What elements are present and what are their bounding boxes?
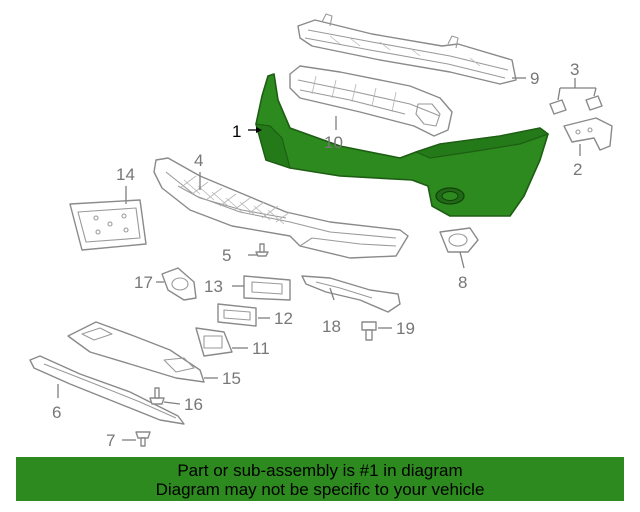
callout-2: 2: [573, 160, 582, 179]
callout-14: 14: [116, 165, 135, 184]
callout-18: 18: [322, 317, 341, 336]
callout-7: 7: [106, 431, 115, 450]
leader-lines: [57, 77, 597, 441]
round-cover-part: [161, 267, 197, 301]
tow-cover-13-part: [243, 275, 291, 301]
callout-labels: 1 2 3 4 5 6 7 8 9 10 11 12 13 14 15 16 1…: [52, 60, 582, 450]
push-pin-7-part: [135, 431, 151, 447]
reinforcement-bar-part: [297, 13, 517, 85]
bracket-pair-part: [549, 95, 603, 115]
callout-13: 13: [204, 277, 223, 296]
callout-8: 8: [458, 273, 467, 292]
callout-15: 15: [222, 369, 241, 388]
callout-5: 5: [222, 246, 231, 265]
license-bracket-part: [69, 199, 147, 251]
callout-11: 11: [252, 339, 270, 358]
callout-1: 1: [232, 122, 241, 141]
bracket-11-part: [195, 327, 233, 357]
push-pin-5-part: [255, 243, 269, 257]
callout-12: 12: [274, 309, 293, 328]
disclaimer-line-1: Part or sub-assembly is #1 in diagram: [177, 461, 463, 480]
bolt-19-part: [361, 321, 377, 341]
callout-9: 9: [530, 69, 539, 88]
bumper-cover-part: [255, 73, 550, 217]
fog-bezel-part: [439, 227, 479, 253]
disclaimer-line-2: Diagram may not be specific to your vehi…: [155, 480, 485, 499]
callout-16: 16: [184, 395, 203, 414]
callout-19: 19: [396, 319, 415, 338]
push-pin-16-part: [149, 387, 165, 405]
cover-12-part: [217, 303, 257, 327]
callout-6: 6: [52, 403, 61, 422]
skid-plate-part: [67, 321, 205, 383]
parts-diagram: 1 2 3 4 5 6 7 8 9 10 11 12 13 14 15 16 1…: [29, 13, 613, 450]
callout-10: 10: [324, 133, 343, 152]
callout-3: 3: [570, 60, 579, 79]
callout-4: 4: [194, 151, 203, 170]
lower-strip-part: [29, 355, 185, 425]
callout-17: 17: [134, 273, 153, 292]
lower-grille-part: [153, 157, 409, 259]
side-trim-18-part: [301, 275, 401, 313]
disclaimer-banner: Part or sub-assembly is #1 in diagram Di…: [16, 457, 624, 501]
side-bracket-part: [563, 117, 613, 151]
energy-absorber-part: [289, 65, 453, 137]
